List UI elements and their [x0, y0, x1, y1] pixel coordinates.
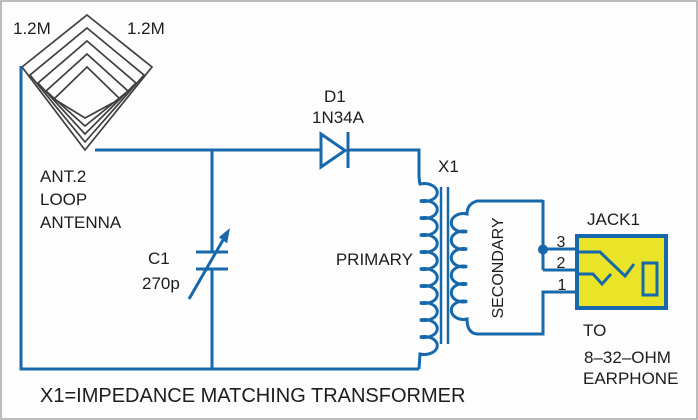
- secondary-winding-label: SECONDARY: [490, 217, 507, 318]
- jack-terminal-2-label: 2: [557, 255, 566, 272]
- jack-terminal-1-label: 1: [558, 277, 567, 294]
- loop-antenna-symbol: [20, 13, 154, 152]
- capacitor-arrow-head: [218, 228, 230, 244]
- jack-contact-ring: [579, 250, 636, 279]
- antenna-turn: [20, 13, 154, 152]
- jack-sleeve: [641, 261, 659, 297]
- wire-ground-bus: [19, 66, 419, 371]
- transformer-ref-label: X1: [438, 157, 459, 176]
- wire-diode-to-primary: [348, 148, 421, 176]
- antenna-turn: [28, 26, 146, 144]
- antenna-turn: [52, 65, 122, 119]
- antenna-name-line2: LOOP: [40, 190, 87, 209]
- antenna-turn: [36, 39, 138, 136]
- earphone-note-line3: EARPHONE: [583, 369, 678, 388]
- antenna-size-label-right: 1.2M: [127, 19, 165, 38]
- junction-dot: [538, 244, 548, 255]
- capacitor-arrow-shaft: [187, 239, 225, 300]
- antenna-size-label-left: 1.2M: [13, 19, 51, 38]
- jack-ref-label: JACK1: [587, 210, 640, 229]
- caption-text: X1=IMPEDANCE MATCHING TRANSFORMER: [40, 385, 465, 407]
- capacitor-ref-label: C1: [148, 249, 170, 268]
- labels: 1.2M 1.2M ANT.2 LOOP ANTENNA D1 1N34A X1…: [13, 19, 678, 407]
- primary-coil: [417, 150, 439, 370]
- antenna-name-line3: ANTENNA: [40, 213, 122, 232]
- antenna-name-line1: ANT.2: [40, 167, 86, 186]
- jack-terminal-3-label: 3: [557, 234, 566, 251]
- diode-part-label: 1N34A: [312, 108, 365, 127]
- antenna-turn: [44, 52, 130, 128]
- capacitor-value-label: 270p: [142, 274, 180, 293]
- jack-contact-tip: [579, 272, 613, 287]
- earphone-note-line1: TO: [583, 321, 606, 340]
- diode-ref-label: D1: [324, 87, 346, 106]
- primary-winding-label: PRIMARY: [336, 250, 413, 269]
- secondary-coil: [449, 199, 578, 336]
- diode-symbol: [319, 131, 348, 170]
- circuit-wiring: [19, 66, 668, 371]
- earphone-note-line2: 8–32–OHM: [584, 348, 671, 367]
